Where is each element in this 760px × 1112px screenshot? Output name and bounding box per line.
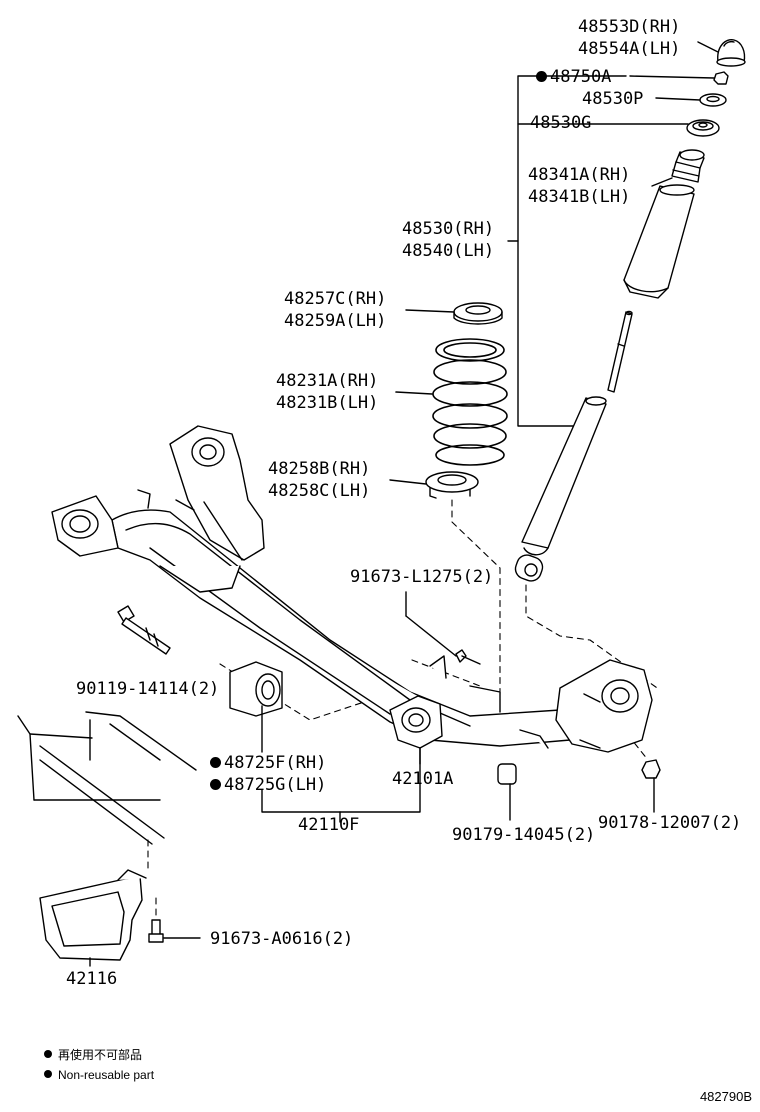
label-coil-spring-lh: 48231B(LH)	[276, 393, 379, 413]
label-upper-support-rh: 48553D(RH)	[578, 17, 681, 37]
label-bolt-14114: 90119-14114(2)	[76, 679, 220, 699]
legend-jp: 再使用不可部品	[44, 1046, 142, 1064]
label-cover: 42116	[66, 969, 118, 989]
label-bumper-rh: 48341A(RH)	[528, 165, 631, 185]
legend-bullet-icon	[44, 1050, 52, 1058]
label-shock-lh: 48540(LH)	[402, 241, 495, 261]
non-reusable-bullet-icon	[536, 71, 547, 82]
label-bushing-rh: 48725F(RH)	[210, 752, 326, 774]
label-beam-assy: 42110F	[298, 815, 360, 835]
label-upper-support-lh: 48554A(LH)	[578, 39, 681, 59]
label-cushion: 48530P	[582, 89, 644, 109]
coil-spring	[395, 338, 508, 466]
legend-en: Non-reusable part	[44, 1066, 154, 1084]
label-bolt-l1275: 91673-L1275(2)	[350, 567, 494, 587]
label-bolt-a0616: 91673-A0616(2)	[210, 929, 354, 949]
label-beam: 42101A	[392, 769, 454, 789]
bolt-91673-a0616	[148, 919, 201, 943]
bolt-91673-l1275	[405, 591, 481, 665]
nut-48750a	[629, 71, 729, 85]
panel-outline	[17, 711, 197, 845]
beam-assy-leader	[261, 747, 421, 823]
label-nut-48750a: 48750A	[536, 66, 611, 88]
label-coil-spring-rh: 48231A(RH)	[276, 371, 379, 391]
label-shock-rh: 48530(RH)	[402, 219, 495, 239]
figure-reference: 482790B	[699, 1089, 752, 1104]
non-reusable-bullet-icon	[210, 757, 221, 768]
nut-90179	[497, 763, 517, 821]
label-upper-insulator-rh: 48257C(RH)	[284, 289, 387, 309]
upper-seat-48530g	[686, 119, 720, 137]
cover-42116	[39, 869, 147, 967]
bolt-90119	[117, 605, 171, 655]
label-bumper-lh: 48341B(LH)	[528, 187, 631, 207]
label-lower-insulator-lh: 48258C(LH)	[268, 481, 371, 501]
shock-body	[514, 396, 607, 582]
axle-beam	[51, 425, 653, 753]
non-reusable-bullet-icon	[210, 779, 221, 790]
label-nut-14045: 90179-14045(2)	[452, 825, 596, 845]
legend-bullet-icon	[44, 1070, 52, 1078]
shock-rod	[607, 310, 633, 393]
label-bushing-lh: 48725G(LH)	[210, 774, 326, 796]
label-nut-12007: 90178-12007(2)	[598, 813, 742, 833]
label-lower-insulator-rh: 48258B(RH)	[268, 459, 371, 479]
label-upper-seat: 48530G	[530, 113, 592, 133]
nut-90178	[641, 759, 661, 813]
lower-insulator-48258b	[389, 471, 479, 499]
label-upper-insulator-lh: 48259A(LH)	[284, 311, 387, 331]
shock-absorber-leader	[507, 75, 689, 427]
cushion-48530p	[655, 93, 727, 107]
upper-support	[697, 39, 746, 67]
bushing-48725	[229, 661, 283, 753]
bumper-48341	[651, 149, 705, 187]
shock-dust-cover	[623, 184, 695, 299]
upper-insulator-48257c	[405, 302, 503, 325]
